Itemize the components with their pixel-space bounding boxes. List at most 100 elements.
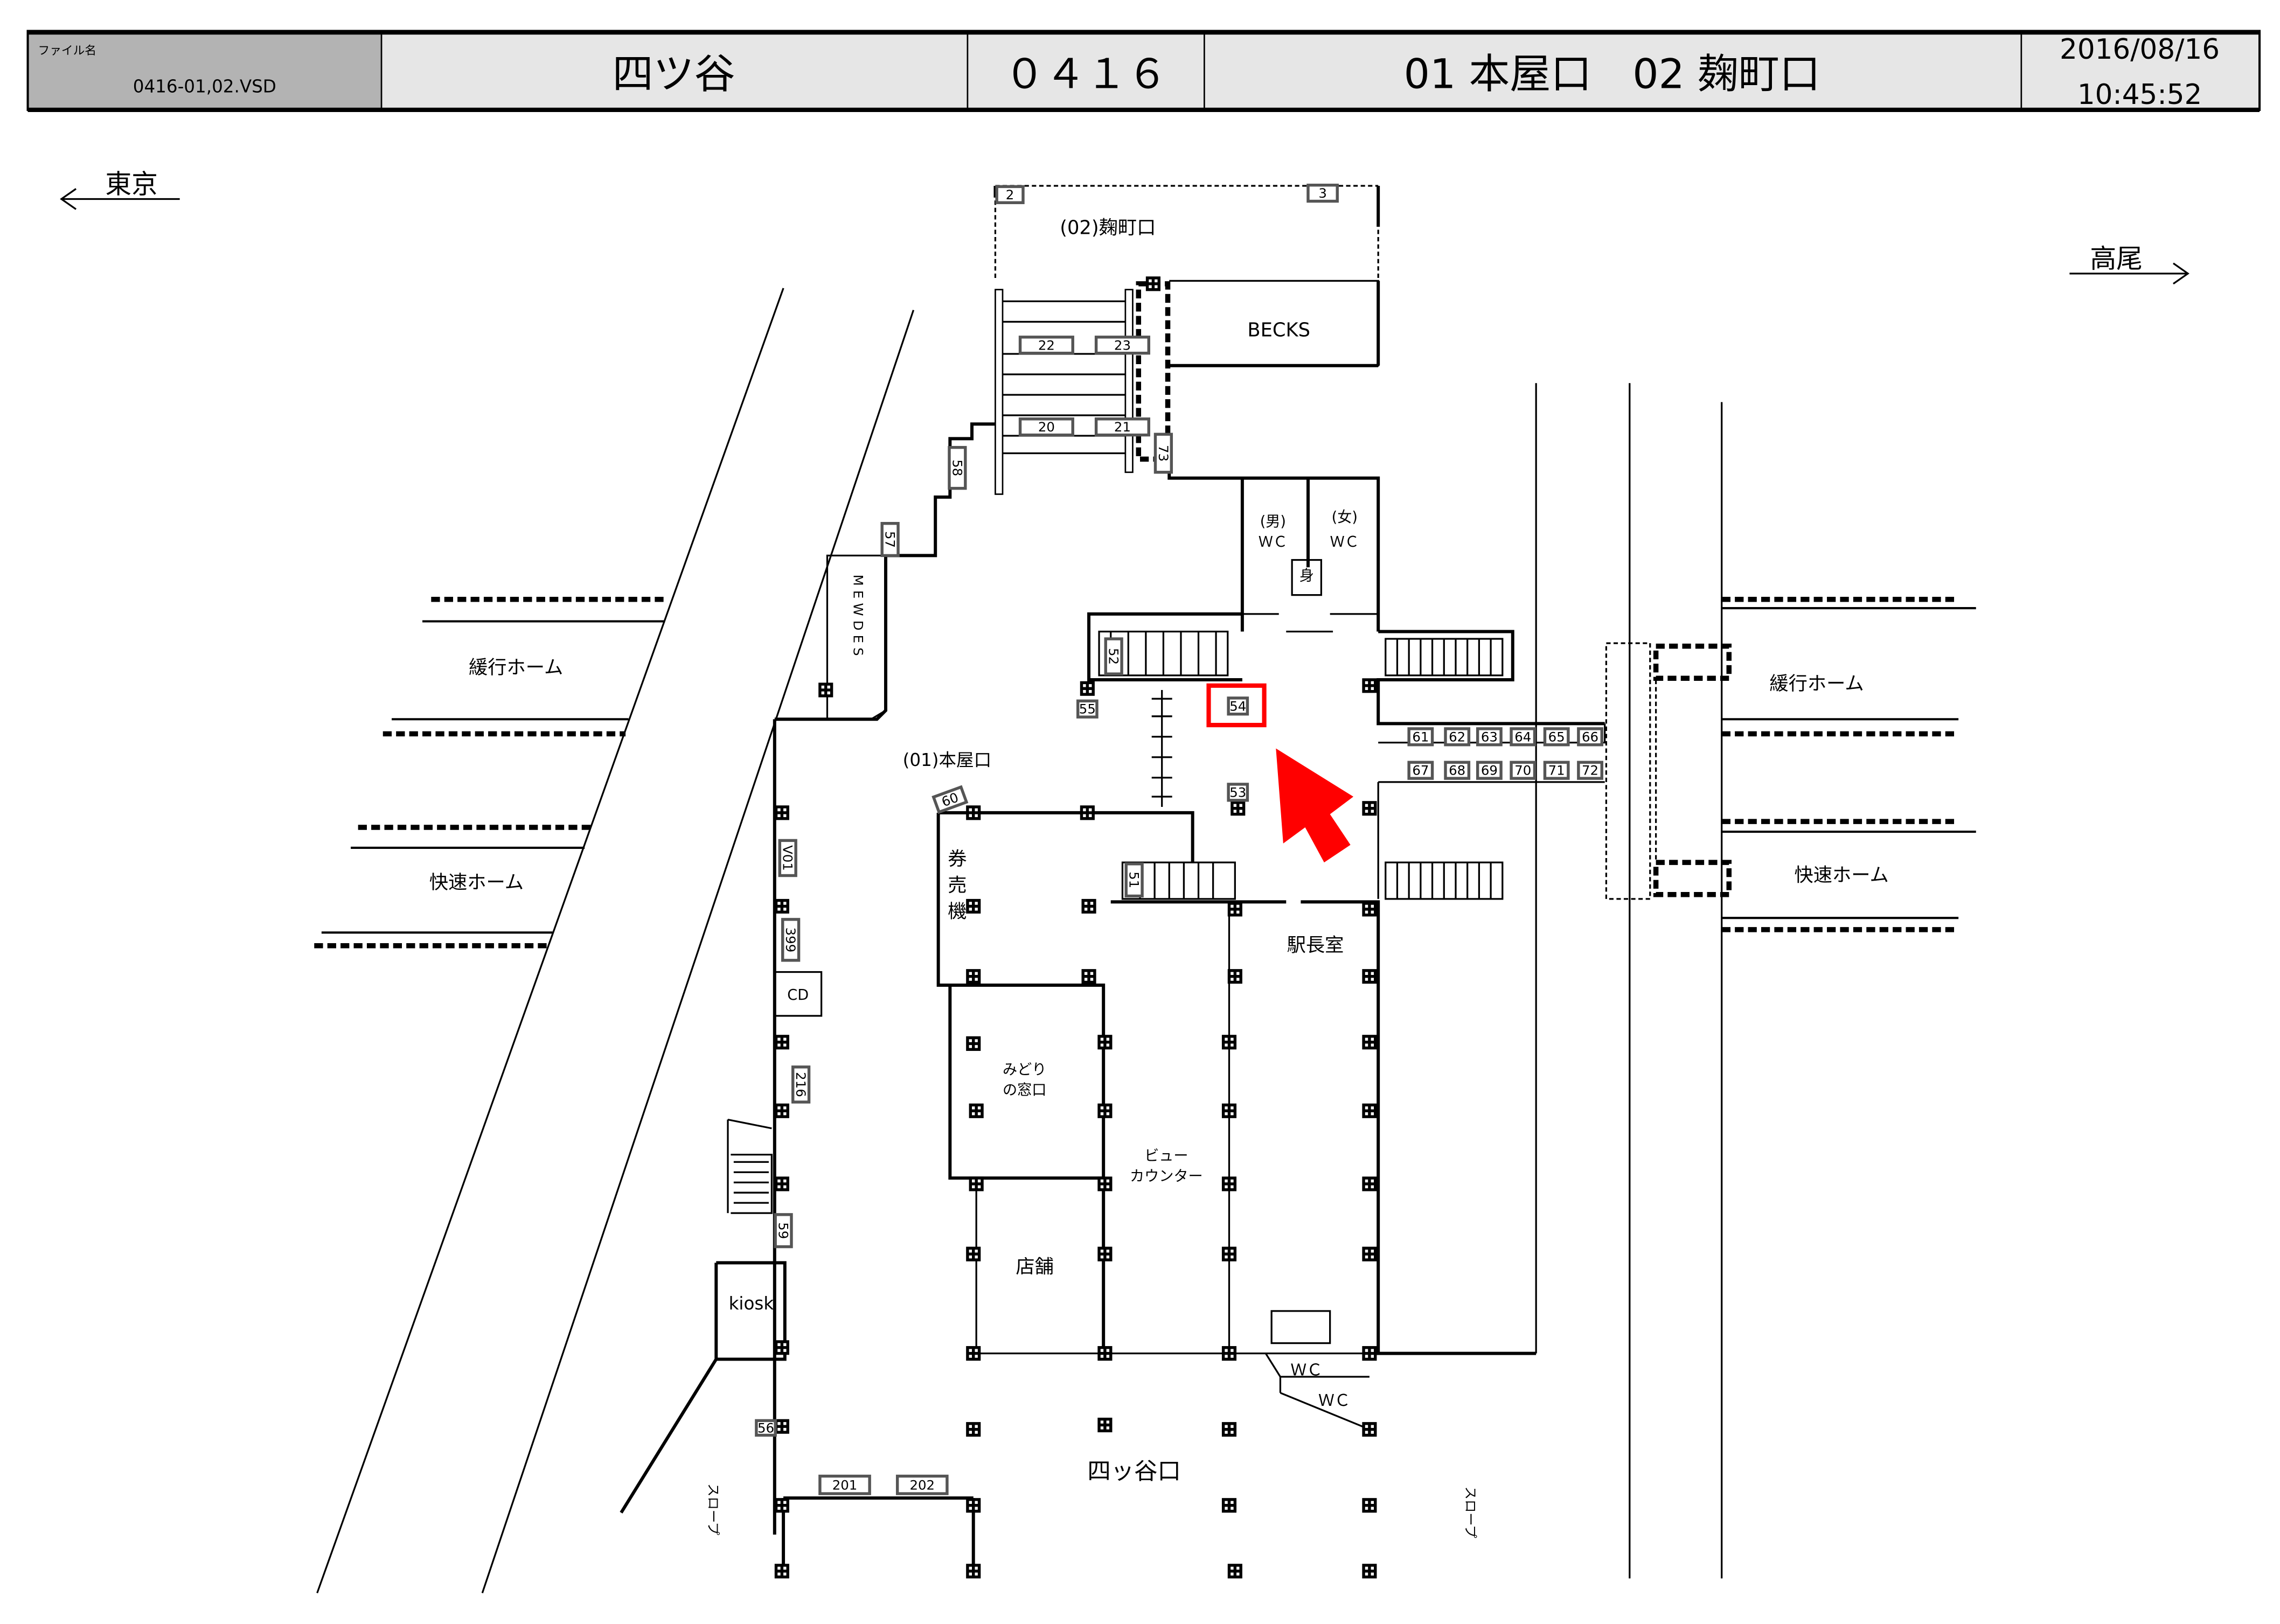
- number-box-56: 56: [755, 1419, 777, 1437]
- number-box-62: 62: [1444, 727, 1471, 747]
- pillar-icon: [1097, 1346, 1113, 1361]
- pillar-icon: [774, 805, 789, 820]
- wc-men-sub: ＷＣ: [1259, 534, 1288, 550]
- pillar-icon: [774, 1176, 789, 1191]
- number-box-V01: V01: [778, 839, 797, 877]
- pillar-icon: [1362, 1103, 1377, 1118]
- number-box-53: 53: [1227, 783, 1249, 802]
- pillar-icon: [774, 1035, 789, 1050]
- pillar-icon: [774, 1419, 789, 1434]
- right-local-platform-label: 緩行ホーム: [1769, 673, 1864, 695]
- number-box-label: 66: [1582, 729, 1598, 744]
- pillar-icon: [1097, 1176, 1113, 1191]
- arrow-left-icon: [60, 188, 180, 210]
- number-box-71: 71: [1543, 761, 1570, 780]
- pillar-icon: [1221, 1103, 1237, 1118]
- number-box-399: 399: [781, 918, 801, 962]
- number-box-label: 73: [1156, 445, 1171, 462]
- pillar-icon: [1362, 1422, 1377, 1437]
- pillar-icon: [1221, 1346, 1237, 1361]
- header-bar: ファイル名 0416-01,02.VSD 四ツ谷 ０４１６ 01 本屋口 02 …: [26, 30, 2261, 113]
- pillar-icon: [818, 682, 833, 698]
- pillar-icon: [774, 1103, 789, 1118]
- number-box-2: 2: [995, 185, 1025, 204]
- pillar-icon: [969, 1176, 984, 1191]
- number-box-label: 70: [1514, 763, 1531, 778]
- pillar-icon: [1362, 1498, 1377, 1513]
- arrow-right-icon: [2069, 262, 2189, 285]
- number-box-label: 21: [1114, 419, 1131, 435]
- number-box-57: 57: [880, 522, 900, 557]
- pillar-icon: [966, 1498, 981, 1513]
- file-name-label: ファイル名: [38, 44, 96, 58]
- pillar-icon: [1097, 1035, 1113, 1050]
- pillar-icon: [1221, 1422, 1237, 1437]
- number-box-70: 70: [1510, 761, 1537, 780]
- pillar-icon: [1227, 902, 1242, 917]
- number-box-63: 63: [1476, 727, 1503, 747]
- number-box-label: 71: [1548, 763, 1565, 778]
- number-box-label: 57: [882, 531, 898, 548]
- direction-tokyo-label: 東京: [105, 169, 158, 200]
- number-box-label: 53: [1229, 784, 1246, 800]
- number-box-label: 59: [776, 1222, 791, 1239]
- number-box-label: 56: [757, 1420, 774, 1435]
- station-master-label: 駅長室: [1287, 935, 1344, 957]
- wc-women-label: (女): [1332, 509, 1358, 526]
- number-box-64: 64: [1510, 727, 1537, 747]
- pillar-icon: [1227, 1564, 1242, 1579]
- pillar-icon: [774, 1340, 789, 1355]
- number-box-label: 72: [1582, 763, 1598, 778]
- highlight-box: [1206, 683, 1267, 728]
- pillar-icon: [1081, 969, 1096, 984]
- pillar-icon: [966, 1346, 981, 1361]
- pillar-icon: [966, 1036, 981, 1051]
- left-platforms: 緩行ホーム 快速ホーム: [314, 288, 915, 1594]
- number-box-label: 52: [1106, 648, 1122, 665]
- number-box-label: 54: [1229, 698, 1246, 714]
- number-box-58: 58: [948, 445, 967, 490]
- pillar-icon: [774, 898, 789, 914]
- view-counter-label-2: カウンター: [1130, 1168, 1203, 1184]
- pillar-icon: [966, 898, 981, 914]
- wc-label-a: ＷＣ: [1290, 1361, 1323, 1379]
- mewdes-label: MEWDES: [850, 575, 866, 660]
- number-box-51: 51: [1124, 862, 1144, 898]
- pillar-icon: [1362, 1564, 1377, 1579]
- number-box-label: 55: [1079, 701, 1096, 717]
- ticket-machine-label-1: 券: [948, 848, 967, 870]
- pillar-icon: [1227, 969, 1242, 984]
- number-box-label: 2: [1006, 187, 1014, 203]
- number-box-65: 65: [1543, 727, 1570, 747]
- number-box-202: 202: [895, 1474, 949, 1495]
- number-box-61: 61: [1407, 727, 1434, 747]
- station-name: 四ツ谷: [613, 50, 735, 97]
- pillar-icon: [1081, 898, 1096, 914]
- number-box-68: 68: [1444, 761, 1471, 780]
- number-box-label: 51: [1127, 872, 1142, 888]
- number-box-label: 201: [832, 1477, 858, 1493]
- number-box-label: 3: [1318, 185, 1327, 201]
- number-box-label: 399: [783, 928, 798, 953]
- area-labels: (02)麹町口 BECKS (男) ＷＣ (女) ＷＣ 身 MEWDES (01…: [706, 217, 1478, 1538]
- direction-takao: 高尾: [2069, 243, 2189, 285]
- pillar-icon: [774, 1564, 789, 1579]
- pillar-icon: [1362, 969, 1377, 984]
- pillar-icon: [969, 1103, 984, 1118]
- view-counter-label-1: ビュー: [1144, 1148, 1188, 1165]
- number-box-55: 55: [1076, 699, 1099, 719]
- red-arrow-icon: [1276, 748, 1354, 863]
- pillar-icon: [966, 1422, 981, 1437]
- shop-label: 店舗: [1016, 1256, 1054, 1278]
- station-code: ０４１６: [1004, 50, 1168, 97]
- wc-men-label: (男): [1260, 513, 1286, 530]
- number-box-52: 52: [1104, 637, 1123, 675]
- number-box-67: 67: [1407, 761, 1434, 780]
- number-box-20: 20: [1018, 417, 1074, 437]
- number-box-label: 62: [1449, 729, 1465, 744]
- number-box-60: 60: [932, 785, 969, 814]
- number-box-label: 216: [793, 1072, 809, 1097]
- pillars: [774, 276, 1377, 1579]
